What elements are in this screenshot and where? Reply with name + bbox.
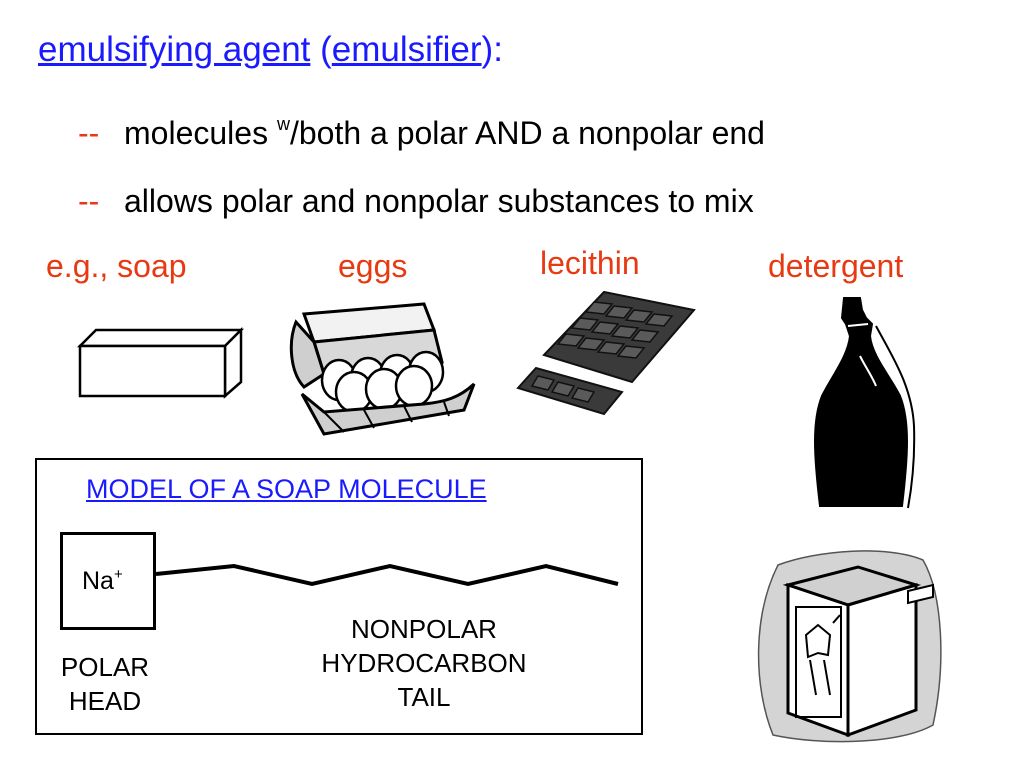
sodium-symbol: Na [82,567,114,595]
bullet-1-sup: w [276,114,290,134]
example-soap-label: e.g., soap [46,248,187,284]
polar-head-box [60,532,156,630]
egg-carton-icon [289,302,476,436]
bullet-dash: -- [78,183,100,219]
example-eggs-label: eggs [338,248,408,284]
chocolate-bar-icon [516,290,696,416]
sodium-ion-label: Na+ [82,566,123,596]
detergent-bottle-icon [814,297,916,509]
soap-model-box [35,458,643,735]
nonpolar-tail-label: NONPOLAR HYDROCARBON TAIL [274,612,574,714]
tail-line-1: NONPOLAR [351,614,497,644]
title-close: ): [481,30,503,69]
example-detergent-label: detergent [768,248,904,284]
title-emulsifying-agent: emulsifying agent [38,30,311,69]
tail-line-3: TAIL [397,682,451,712]
bullet-2: -- allows polar and nonpolar substances t… [78,183,754,220]
polar-head-line-2: HEAD [68,686,142,716]
hydrocarbon-tail-line [155,563,619,587]
sodium-charge: + [113,566,123,583]
tail-line-2: HYDROCARBON [321,648,527,678]
slide-title: emulsifying agent (emulsifier): [38,30,503,70]
bullet-dash: -- [78,115,100,151]
title-emulsifier: emulsifier [331,30,482,69]
title-open-paren: ( [320,30,332,69]
soap-bar-icon [76,326,245,399]
polar-head-line-1: POLAR [60,652,150,682]
model-title: MODEL OF A SOAP MOLECULE [86,474,487,504]
bullet-1-text-b: /both a polar AND a nonpolar end [289,115,765,151]
polar-head-label: POLAR HEAD [40,650,170,718]
bullet-1: -- molecules w/both a polar AND a nonpola… [78,114,765,152]
bullet-1-text-a: molecules [124,115,277,151]
bullet-2-text: allows polar and nonpolar substances to … [124,183,754,219]
washing-machine-icon [757,550,942,743]
example-lecithin-label: lecithin [540,245,640,281]
